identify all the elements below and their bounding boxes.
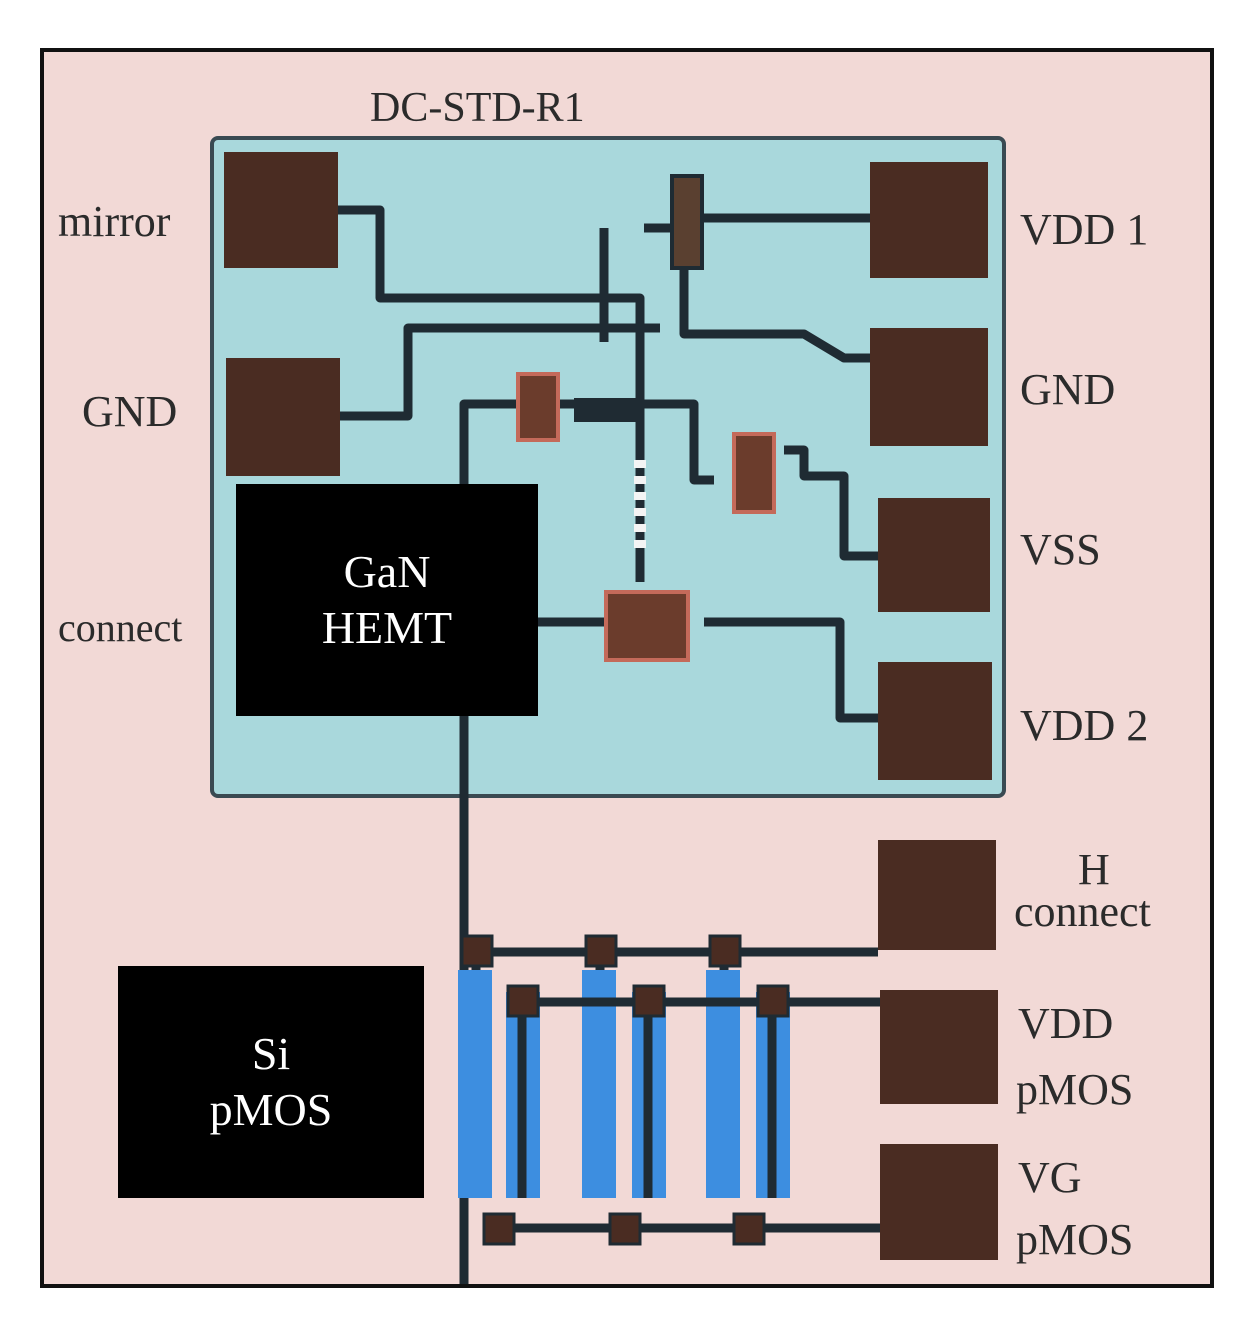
label-vdd-pmos-2: pMOS: [1016, 1065, 1134, 1114]
si-pmos-line2: pMOS: [209, 1084, 333, 1135]
device-top: [670, 174, 704, 270]
pad-vss: [878, 498, 990, 612]
pad-vg-pmos: [880, 1144, 998, 1260]
pad-vdd2: [878, 662, 992, 780]
label-gnd-right: GND: [1020, 365, 1116, 414]
label-vss: VSS: [1020, 525, 1101, 574]
label-gnd-left: GND: [82, 387, 178, 436]
gan-hemt-line2: HEMT: [321, 602, 453, 653]
device-right: [732, 432, 776, 514]
gan-hemt-block: GaN HEMT: [236, 484, 538, 716]
micrograph-frame: DC-STD-R1 mirror GND connect VDD 1 GND V…: [40, 48, 1214, 1288]
label-mirror: mirror: [58, 197, 171, 246]
pad-gnd-left: [226, 358, 340, 476]
device-diode: [574, 398, 640, 422]
label-h-connect-2: connect: [1014, 887, 1151, 936]
pad-gnd-right: [870, 328, 988, 446]
pad-h-connect: [878, 840, 996, 950]
label-connect: connect: [58, 605, 183, 650]
si-pmos-line1: Si: [251, 1028, 291, 1079]
device-center: [604, 590, 690, 662]
pad-vdd-pmos: [880, 990, 998, 1104]
label-vdd2: VDD 2: [1020, 701, 1149, 750]
pad-mirror: [224, 152, 338, 268]
gan-hemt-line1: GaN: [343, 546, 431, 597]
via-chain: [634, 460, 646, 548]
chip-title: DC-STD-R1: [370, 85, 585, 131]
label-vg-pmos-1: VG: [1018, 1153, 1082, 1202]
label-vg-pmos-2: pMOS: [1016, 1215, 1134, 1264]
pmos-buses: [471, 947, 880, 1233]
label-h-connect-1: H: [1078, 845, 1110, 894]
pmos-contacts: [460, 934, 790, 1246]
device-mid: [516, 372, 560, 442]
pad-vdd1: [870, 162, 988, 278]
si-pmos-block: Si pMOS: [118, 966, 424, 1198]
label-vdd-pmos-1: VDD: [1018, 999, 1114, 1048]
label-vdd1: VDD 1: [1020, 205, 1149, 254]
